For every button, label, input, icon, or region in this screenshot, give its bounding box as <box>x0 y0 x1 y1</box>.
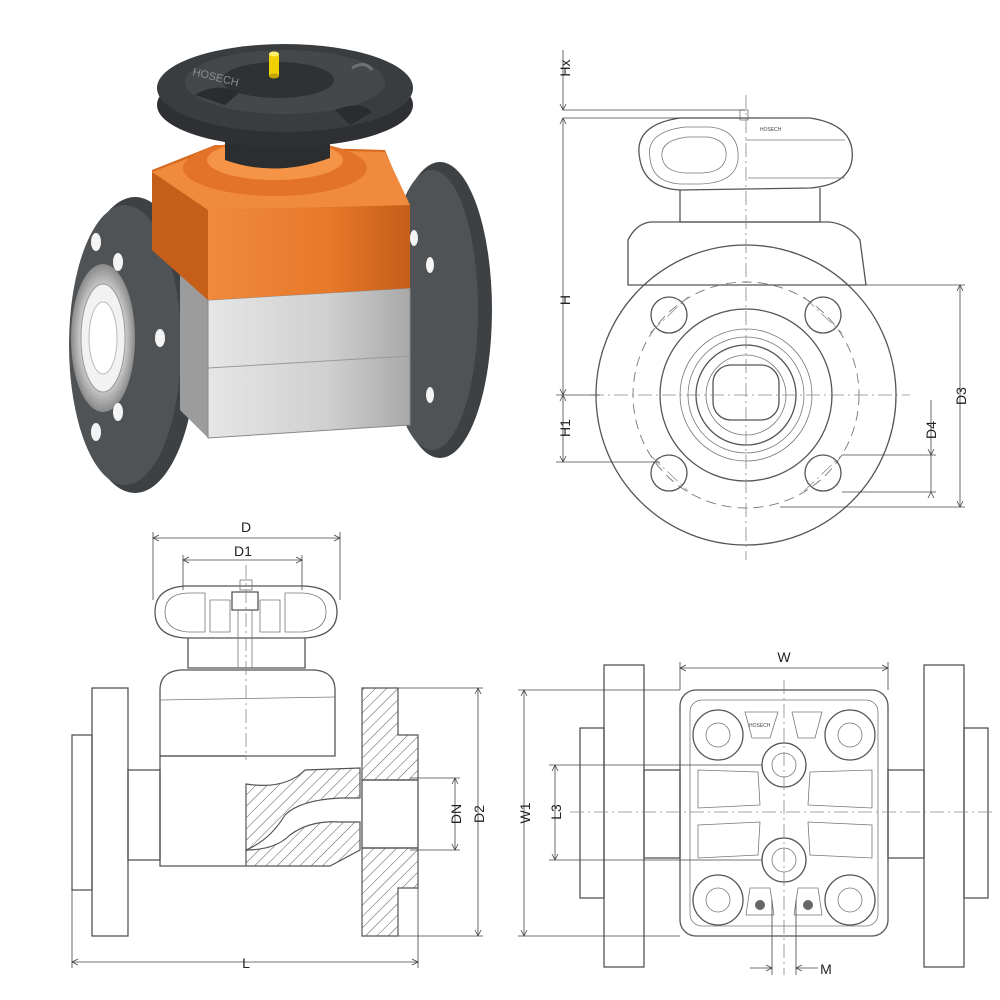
end-view: HOSECH Hx H H <box>556 50 969 560</box>
dim-l3: L3 <box>548 804 564 820</box>
dim-d1: D1 <box>234 543 252 559</box>
dim-dn: DN <box>448 804 464 824</box>
dim-hx: Hx <box>557 59 573 76</box>
dim-d: D <box>241 519 251 535</box>
dim-l: L <box>242 955 250 971</box>
dim-h1: H1 <box>557 419 573 437</box>
dim-h: H <box>557 295 573 305</box>
dim-d4: D4 <box>923 421 939 439</box>
left-flange <box>69 197 197 493</box>
marking-icon <box>755 900 765 910</box>
dim-w1: W1 <box>517 802 533 823</box>
marking-icon <box>803 900 813 910</box>
end-view-brand: HOSECH <box>760 127 782 133</box>
bottom-view: HOSECH W W1 L3 M <box>517 649 995 977</box>
section-view: D D1 <box>71 519 487 971</box>
handwheel: HOSECH <box>157 44 413 169</box>
dim-d3: D3 <box>953 387 969 405</box>
isometric-view: HOSECH <box>69 44 492 493</box>
valve-body <box>179 270 411 439</box>
bottom-view-brand: HOSECH <box>749 723 771 729</box>
dim-d2: D2 <box>471 805 487 823</box>
dim-m: M <box>820 961 832 977</box>
position-indicator-icon <box>269 51 279 79</box>
dim-w: W <box>777 649 791 665</box>
